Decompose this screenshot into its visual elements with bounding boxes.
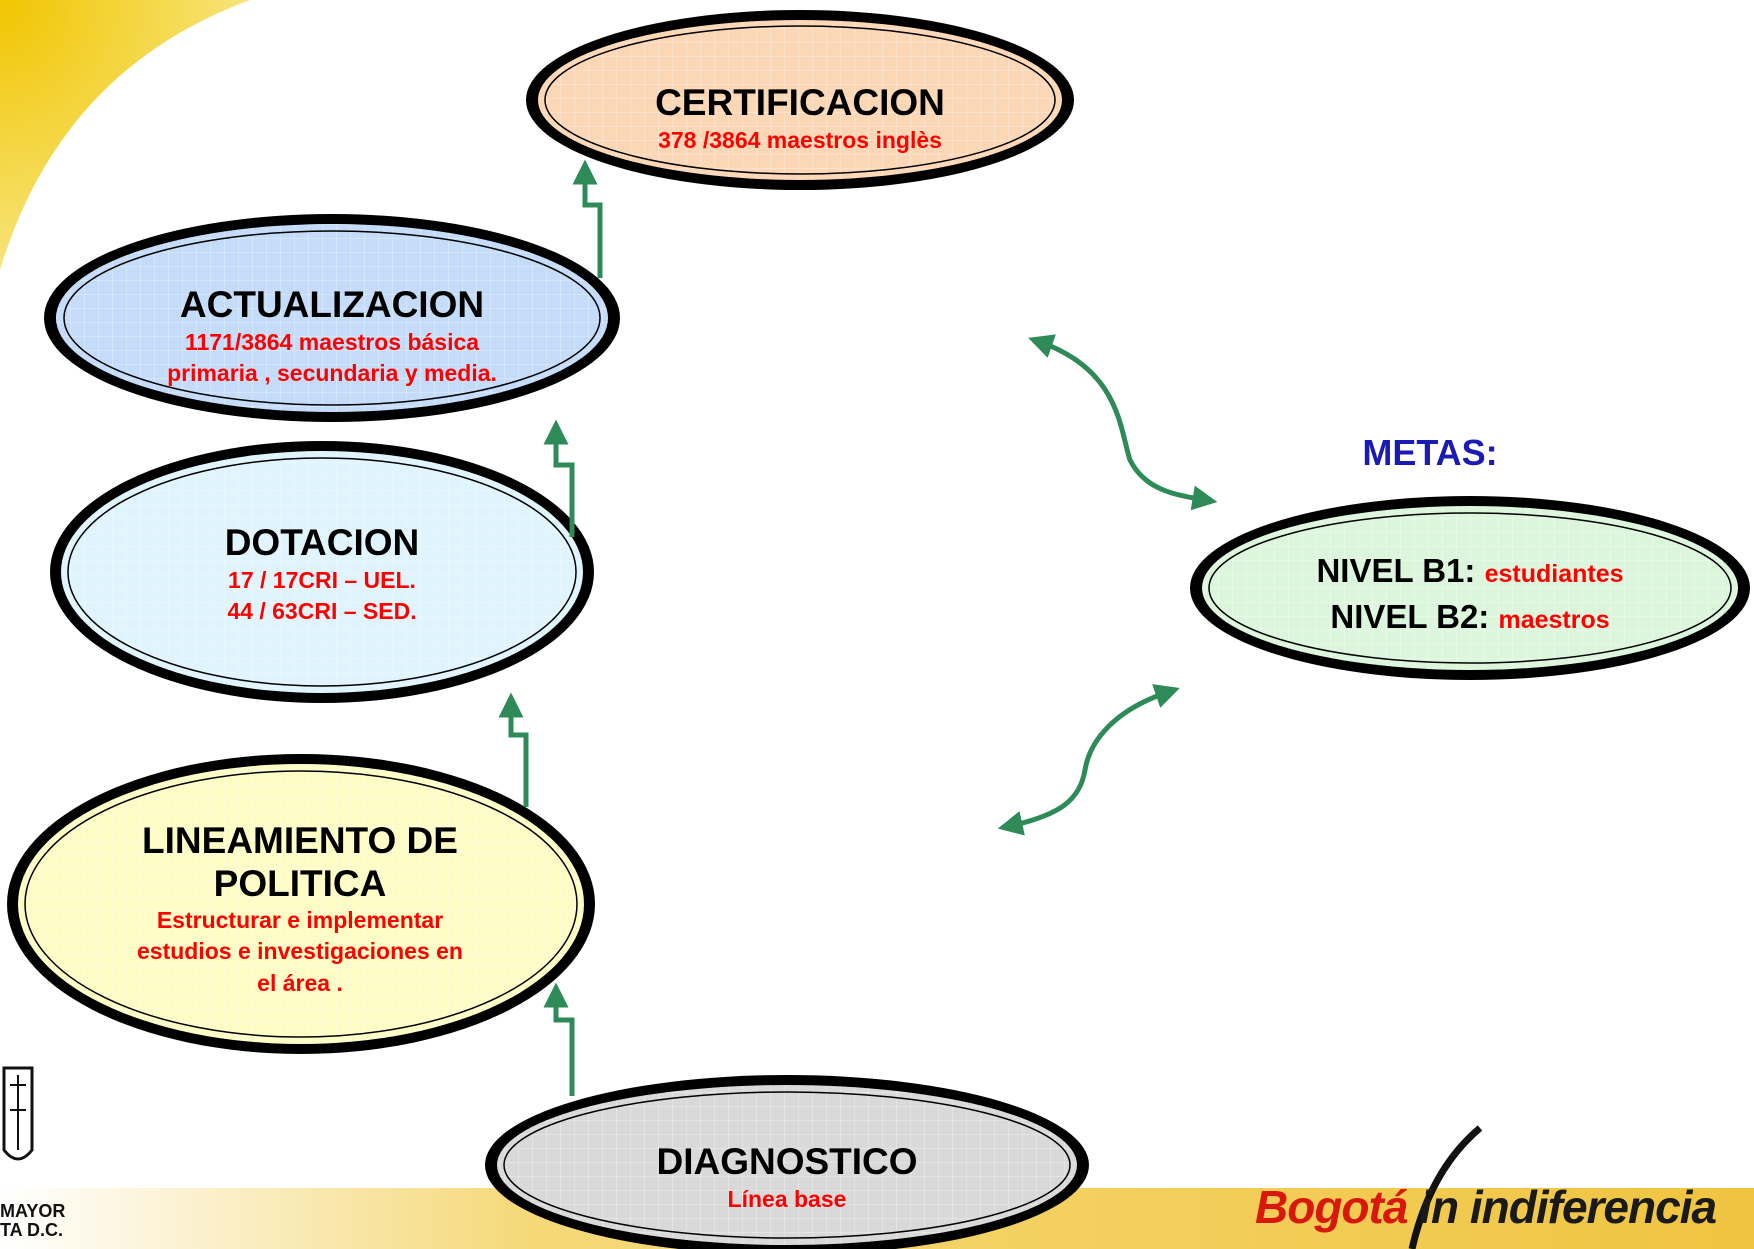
corner-swoosh bbox=[0, 0, 250, 270]
node-dotacion: DOTACION 17 / 17CRI – UEL. 44 / 63CRI – … bbox=[122, 522, 522, 627]
node-certificacion: CERTIFICACION 378 /3864 maestros inglès bbox=[560, 82, 1040, 156]
slogan-brush-stroke bbox=[1408, 1125, 1483, 1249]
node-actualizacion-detail-1: 1171/3864 maestros básica bbox=[184, 328, 480, 355]
goal-b1: NIVEL B1: estudiantes bbox=[1250, 548, 1690, 594]
node-certificacion-title: CERTIFICACION bbox=[655, 82, 945, 123]
arrow-diagnostico-to-lineamiento bbox=[543, 982, 575, 1096]
node-metas-shape bbox=[1190, 496, 1750, 680]
node-diagnostico-shape bbox=[485, 1075, 1089, 1249]
node-dotacion-detail-2: 44 / 63CRI – SED. bbox=[227, 597, 417, 624]
node-actualizacion: ACTUALIZACION 1171/3864 maestros básica … bbox=[82, 284, 582, 389]
goal-b1-level: NIVEL B1: bbox=[1316, 552, 1476, 589]
node-dotacion-detail-1: 17 / 17CRI – UEL. bbox=[228, 566, 416, 593]
node-dotacion-title: DOTACION bbox=[224, 522, 420, 563]
crest-logo bbox=[2, 1066, 34, 1161]
arrow-curve-lower bbox=[997, 684, 1180, 836]
arrow-actualizacion-to-certificacion bbox=[572, 159, 603, 278]
arrow-dotacion-to-actualizacion bbox=[543, 419, 575, 537]
node-diagnostico: DIAGNOSTICO Línea base bbox=[587, 1141, 987, 1215]
slogan-part-2: in indiferencia bbox=[1419, 1181, 1717, 1233]
metas-label: METAS: bbox=[1362, 432, 1498, 473]
node-metas: NIVEL B1: estudiantes NIVEL B2: maestros bbox=[1250, 548, 1690, 640]
office-caption-line-2: TA D.C. bbox=[0, 1219, 63, 1240]
node-lineamiento-title-1: LINEAMIENTO DE bbox=[142, 820, 458, 861]
node-lineamiento: LINEAMIENTO DE POLITICA Estructurar e im… bbox=[90, 820, 510, 999]
goal-b2-level: NIVEL B2: bbox=[1330, 598, 1490, 636]
node-lineamiento-title-2: POLITICA bbox=[213, 862, 387, 904]
node-diagnostico-detail: Línea base bbox=[727, 1185, 847, 1212]
office-caption: MAYOR TA D.C. bbox=[0, 1202, 65, 1240]
goal-b1-target: estudiantes bbox=[1484, 560, 1624, 588]
node-lineamiento-detail-2: estudios e investigaciones en bbox=[137, 938, 463, 965]
office-caption-line-1: MAYOR bbox=[0, 1201, 66, 1221]
node-diagnostico-title: DIAGNOSTICO bbox=[656, 1141, 918, 1182]
goal-b2-target: maestros bbox=[1498, 606, 1610, 635]
node-lineamiento-detail-1: Estructurar e implementar bbox=[156, 907, 444, 934]
goal-b2: NIVEL B2: maestros bbox=[1250, 594, 1690, 640]
node-actualizacion-detail-2: primaria , secundaria y media. bbox=[167, 359, 497, 386]
node-lineamiento-shape bbox=[7, 754, 595, 1054]
node-certificacion-shape bbox=[526, 10, 1074, 190]
arrow-curve-upper bbox=[1028, 334, 1218, 511]
node-lineamiento-detail-3: el área . bbox=[257, 969, 343, 996]
node-actualizacion-shape bbox=[44, 214, 620, 422]
node-dotacion-shape bbox=[50, 441, 594, 703]
node-actualizacion-title: ACTUALIZACION bbox=[179, 284, 485, 325]
slogan-logo: Bogotá in indiferencia bbox=[1255, 1180, 1735, 1234]
arrow-lineamiento-to-dotacion bbox=[498, 692, 529, 807]
slogan-part-1: Bogotá bbox=[1255, 1181, 1408, 1233]
node-certificacion-detail: 378 /3864 maestros inglès bbox=[658, 126, 942, 153]
